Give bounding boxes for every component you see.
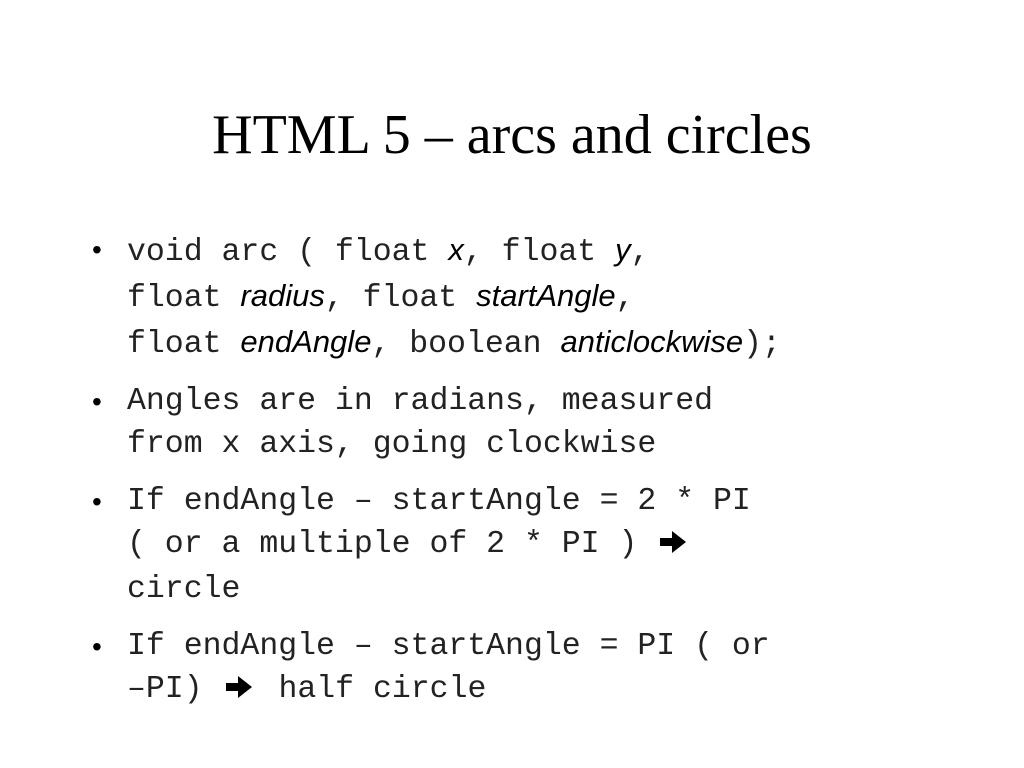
param-end-angle: endAngle <box>240 324 372 359</box>
bullet-full-circle: • If endAngle – startAngle = 2 * PI ( or… <box>88 480 988 611</box>
right-arrow-icon <box>658 525 688 568</box>
code-text: , float <box>463 235 616 270</box>
bullet-text-line: Angles are in radians, measured <box>127 384 713 419</box>
bullet-angles-radians: • Angles are in radians, measured from x… <box>88 380 988 466</box>
bullet-text-line: from x axis, going clockwise <box>127 427 657 462</box>
bullet-dot-icon: • <box>92 631 102 662</box>
param-x: x <box>448 232 464 267</box>
code-text: void arc ( float <box>127 235 449 270</box>
bullet-text-line: circle <box>127 572 241 607</box>
code-text: ); <box>743 327 781 362</box>
code-text: float <box>127 281 241 316</box>
code-text: , float <box>324 281 477 316</box>
slide-title: HTML 5 – arcs and circles <box>212 104 812 166</box>
param-anticlockwise: anticlockwise <box>560 324 744 359</box>
param-start-angle: startAngle <box>476 278 616 313</box>
code-text: , boolean <box>371 327 561 362</box>
bullet-text-line: If endAngle – startAngle = PI ( or <box>127 629 770 664</box>
bullet-text-line: If endAngle – startAngle = 2 * PI <box>127 484 751 519</box>
bullet-dot-icon: • <box>92 486 102 517</box>
code-text: , <box>630 235 650 270</box>
bullet-text-line: half circle <box>278 672 487 707</box>
bullet-dot-icon: • <box>92 386 102 417</box>
bullet-list: • void arc ( float x, float y, float rad… <box>88 228 988 727</box>
bullet-text-line: ( or a multiple of 2 * PI ) <box>127 527 638 562</box>
bullet-arc-signature: • void arc ( float x, float y, float rad… <box>88 228 988 366</box>
right-arrow-icon <box>224 670 254 713</box>
param-radius: radius <box>240 278 325 313</box>
code-text: float <box>127 327 241 362</box>
bullet-text-line: –PI) <box>127 672 203 707</box>
bullet-half-circle: • If endAngle – startAngle = PI ( or –PI… <box>88 625 988 713</box>
bullet-dot-icon: • <box>92 234 102 265</box>
code-text: , <box>615 281 635 316</box>
param-y: y <box>615 232 631 267</box>
